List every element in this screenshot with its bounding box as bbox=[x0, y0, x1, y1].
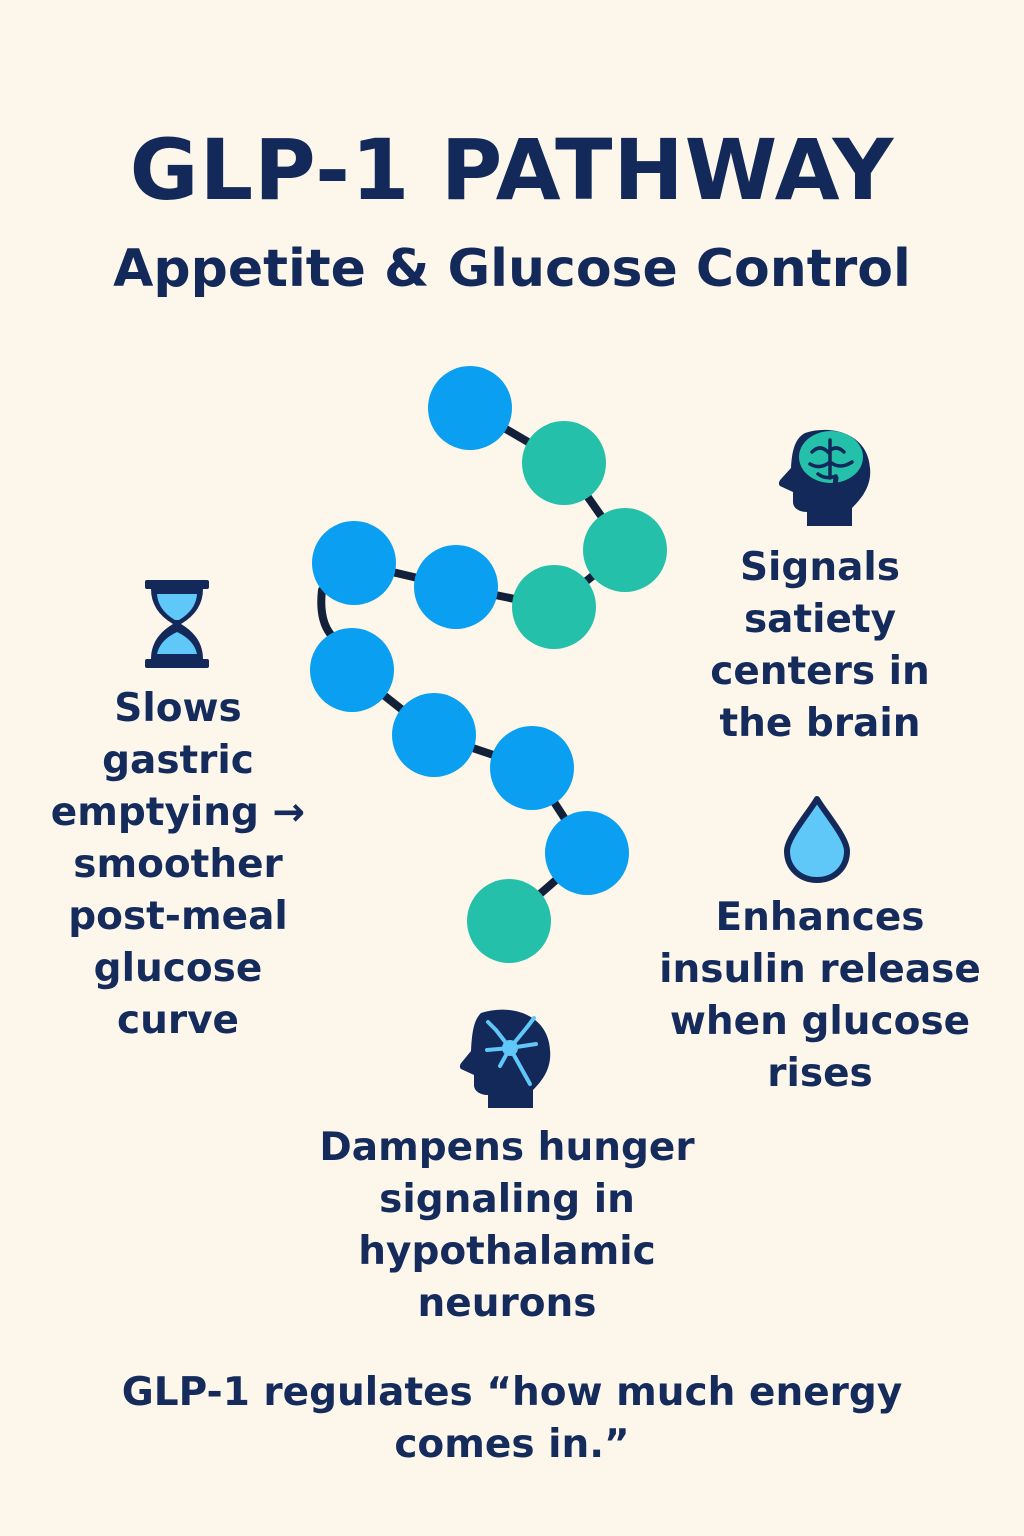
page-title: GLP-1 PATHWAY bbox=[129, 121, 895, 219]
amino-acid-bead-blue bbox=[310, 628, 394, 712]
brain-head-icon bbox=[778, 429, 871, 526]
amino-acid-bead-blue bbox=[428, 366, 512, 450]
amino-acid-bead-blue bbox=[545, 811, 629, 895]
amino-acid-bead-blue bbox=[392, 693, 476, 777]
gastric-emptying-caption: Slows gastric emptying → smoother post-m… bbox=[50, 686, 306, 1043]
satiety-caption: Signals satiety centers in the brain bbox=[710, 545, 930, 746]
insulin-caption: Enhances insulin release when glucose ri… bbox=[659, 895, 981, 1096]
amino-acid-bead-blue bbox=[312, 521, 396, 605]
amino-acid-bead-green bbox=[467, 879, 551, 963]
amino-acid-bead-blue bbox=[414, 545, 498, 629]
hunger-caption: Dampens hunger signaling in hypothalamic… bbox=[319, 1125, 695, 1326]
amino-acid-bead-green bbox=[583, 508, 667, 592]
amino-acid-bead-green bbox=[512, 565, 596, 649]
page-subtitle: Appetite & Glucose Control bbox=[113, 239, 911, 299]
droplet-icon bbox=[784, 796, 850, 883]
peptide-chain bbox=[310, 366, 667, 963]
hourglass-icon bbox=[145, 580, 209, 668]
amino-acid-bead-green bbox=[522, 421, 606, 505]
neuron-head-icon bbox=[459, 1009, 551, 1108]
footer-note: GLP-1 regulates “how much energy comes i… bbox=[121, 1370, 903, 1467]
amino-acid-bead-blue bbox=[490, 726, 574, 810]
